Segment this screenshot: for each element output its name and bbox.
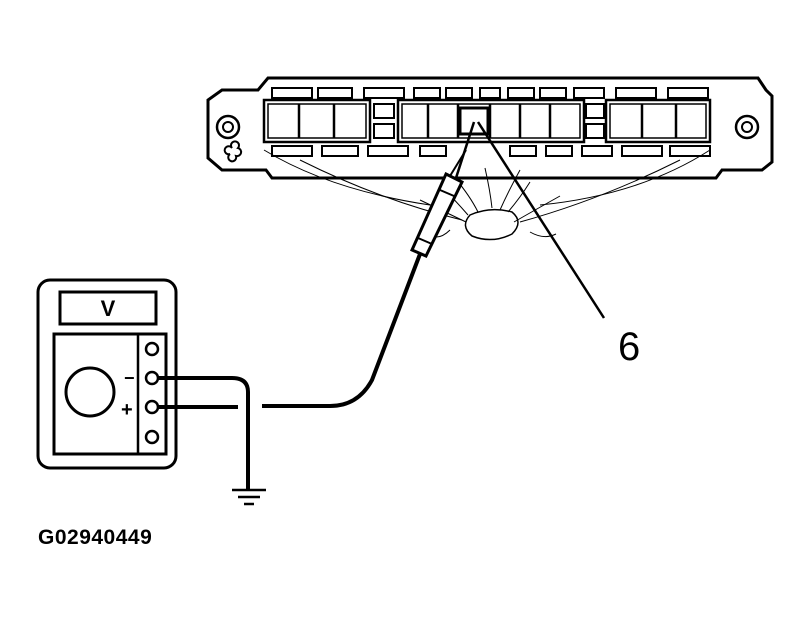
ecu-connector xyxy=(206,76,774,180)
voltmeter-display xyxy=(58,290,158,326)
terminal-4 xyxy=(144,429,160,445)
voltmeter-body xyxy=(36,278,178,470)
probe-lead xyxy=(262,253,422,408)
meter-leads xyxy=(158,376,250,490)
wire-harness xyxy=(263,149,711,241)
terminal-block-left xyxy=(262,98,372,144)
left-latch xyxy=(223,140,243,163)
right-mounting-hole xyxy=(734,114,760,140)
voltmeter-dial xyxy=(64,366,116,418)
test-probe xyxy=(262,121,476,408)
voltmeter-panel xyxy=(52,332,168,456)
voltmeter: V − + xyxy=(36,278,178,470)
terminal-block-center xyxy=(396,98,586,144)
negative-lead xyxy=(158,376,250,490)
negative-symbol: − xyxy=(124,368,135,388)
probed-terminal xyxy=(458,106,490,136)
callout-number: 6 xyxy=(618,325,640,369)
terminal-1 xyxy=(144,341,160,357)
connector-top-tabs xyxy=(271,87,709,99)
left-mounting-hole xyxy=(215,114,241,140)
negative-terminal xyxy=(144,370,160,386)
terminal-block-right xyxy=(604,98,712,144)
ground-symbol xyxy=(232,488,266,506)
callout-leader-line xyxy=(476,121,606,319)
positive-symbol: + xyxy=(121,399,133,421)
voltmeter-display-label: V xyxy=(101,296,116,321)
connector-bottom-tabs xyxy=(271,145,711,157)
positive-terminal xyxy=(144,399,160,415)
figure-id: G02940449 xyxy=(38,526,153,549)
probe-handle xyxy=(410,171,464,258)
connector-housing xyxy=(206,76,774,180)
